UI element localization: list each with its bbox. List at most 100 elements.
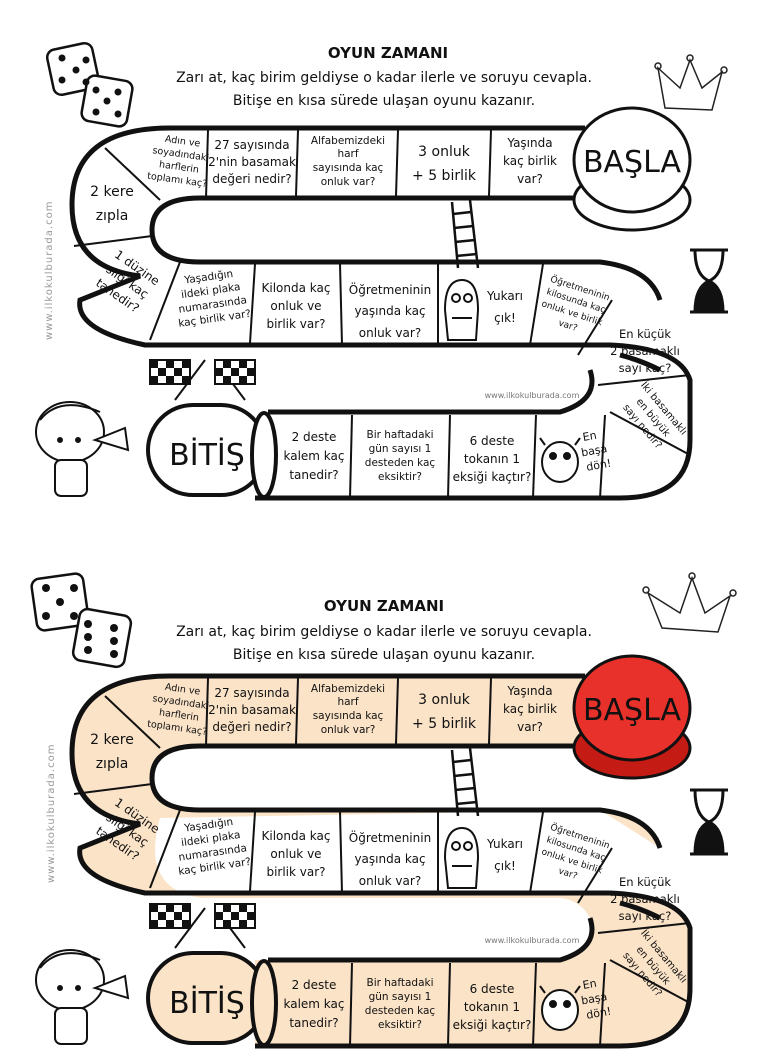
svg-text:kalem kaç: kalem kaç (283, 997, 344, 1011)
child-horn-icon (35, 401, 130, 497)
svg-text:27 sayısında: 27 sayısında (214, 686, 289, 700)
monster-icon (443, 278, 480, 341)
svg-text:6 deste: 6 deste (470, 434, 515, 448)
svg-text:harf: harf (337, 148, 358, 160)
hourglass-icon (690, 788, 728, 856)
svg-text:onluk var?: onluk var? (321, 724, 376, 736)
svg-text:değeri nedir?: değeri nedir? (212, 720, 291, 734)
svg-text:birlik var?: birlik var? (266, 317, 325, 331)
svg-text:var?: var? (517, 720, 543, 734)
svg-text:Adın ve: Adın ve (164, 682, 201, 698)
svg-text:Öğretmeninin: Öğretmeninin (349, 829, 431, 845)
finish-button[interactable]: BİTİŞ (146, 403, 278, 499)
svg-text:tanedir?: tanedir? (289, 468, 338, 482)
svg-text:çık!: çık! (494, 859, 516, 873)
svg-text:Kilonda kaç: Kilonda kaç (262, 829, 331, 843)
start-button[interactable]: BAŞLA (572, 654, 692, 780)
svg-text:En: En (582, 429, 598, 444)
svg-text:gün sayısı 1: gün sayısı 1 (369, 443, 432, 455)
hourglass-icon (690, 248, 728, 314)
cell-1: Yaşında kaç birlik var? (503, 136, 557, 186)
start-button[interactable]: BAŞLA (572, 106, 692, 232)
svg-text:Kilonda kaç: Kilonda kaç (262, 281, 331, 295)
track-watermark: www.ilkokulburada.com (485, 391, 580, 400)
cell-2: 3 onluk + 5 birlik (412, 144, 477, 184)
svg-text:2'nin basamak: 2'nin basamak (208, 703, 296, 717)
start-label: BAŞLA (583, 145, 682, 180)
ladder-icon (450, 747, 480, 817)
finish-button[interactable]: BİTİŞ (146, 951, 278, 1047)
track-inner-outline (149, 743, 663, 963)
finish-label: BİTİŞ (169, 437, 245, 473)
svg-text:Yukarı: Yukarı (486, 837, 523, 851)
svg-text:tanedir?: tanedir? (289, 1016, 338, 1030)
svg-text:+ 5 birlik: + 5 birlik (412, 168, 477, 184)
checkered-flags-icon (149, 903, 256, 949)
svg-text:3 onluk: 3 onluk (418, 692, 471, 708)
svg-text:Adın ve: Adın ve (164, 134, 201, 150)
svg-text:onluk ve: onluk ve (270, 847, 321, 861)
cell-9: Kilonda kaç onluk ve birlik var? (262, 281, 331, 331)
board-title: OYUN ZAMANI (328, 44, 448, 62)
svg-text:zıpla: zıpla (96, 208, 129, 224)
track-inner-outline (149, 195, 663, 415)
svg-text:başa: başa (580, 990, 608, 1007)
cell-17: Bir haftadaki gün sayısı 1 desteden kaç eks… (365, 429, 436, 483)
svg-text:Yaşında: Yaşında (506, 136, 552, 150)
track-outer-outline (69, 673, 693, 1049)
svg-text:eksiktir?: eksiktir? (378, 471, 422, 483)
svg-text:onluk var?: onluk var? (321, 176, 376, 188)
board-title: OYUN ZAMANI (324, 597, 444, 615)
svg-text:sayısında kaç: sayısında kaç (313, 162, 384, 174)
track-watermark: www.ilkokulburada.com (485, 936, 580, 945)
svg-text:tokanın 1: tokanın 1 (464, 1000, 520, 1014)
side-watermark: www.ilkokulburada.com (46, 744, 57, 883)
svg-text:kaç birlik: kaç birlik (503, 702, 557, 716)
svg-text:Bir haftadaki: Bir haftadaki (366, 429, 433, 441)
svg-text:desteden kaç: desteden kaç (365, 457, 436, 469)
virus-monster-icon (539, 437, 581, 483)
svg-text:+ 5 birlik: + 5 birlik (412, 716, 477, 732)
ladder-icon (450, 199, 480, 269)
svg-text:başa: başa (580, 442, 608, 459)
svg-text:sayısında kaç: sayısında kaç (313, 710, 384, 722)
svg-text:Bir haftadaki: Bir haftadaki (366, 977, 433, 989)
instruction-line-2: Bitişe en kısa sürede ulaşan oyunu kazan… (233, 647, 535, 663)
crown-icon (654, 54, 728, 111)
svg-text:2 deste: 2 deste (292, 430, 337, 444)
svg-text:onluk var?: onluk var? (359, 326, 421, 340)
svg-text:2 basamaklı: 2 basamaklı (610, 892, 680, 906)
checkered-flags-icon (149, 359, 256, 401)
game-sheet: OYUN ZAMANI Zarı at, kaç birim geldiyse … (30, 41, 737, 1049)
crown-icon (642, 572, 737, 633)
svg-text:2 deste: 2 deste (292, 978, 337, 992)
start-label: BAŞLA (583, 693, 682, 728)
track-band (72, 130, 690, 500)
svg-text:gün sayısı 1: gün sayısı 1 (369, 991, 432, 1003)
svg-text:onluk ve: onluk ve (270, 299, 321, 313)
dice-icon (45, 41, 134, 128)
svg-text:En küçük: En küçük (619, 327, 671, 341)
svg-text:yaşında kaç: yaşında kaç (354, 304, 425, 318)
svg-text:eksiği kaçtır?: eksiği kaçtır? (453, 1018, 532, 1032)
svg-text:sayı kaç?: sayı kaç? (619, 361, 672, 375)
finish-label: BİTİŞ (169, 985, 245, 1021)
svg-text:kaç birlik: kaç birlik (503, 154, 557, 168)
svg-text:3 onluk: 3 onluk (418, 144, 471, 160)
svg-text:var?: var? (517, 172, 543, 186)
cell-18: 2 deste kalem kaç tanedir? (283, 978, 344, 1030)
instruction-line-1: Zarı at, kaç birim geldiyse o kadar iler… (176, 70, 592, 86)
svg-text:sayı kaç?: sayı kaç? (619, 909, 672, 923)
cell-4: 27 sayısında 2'nin basamak değeri nedir? (208, 686, 296, 734)
